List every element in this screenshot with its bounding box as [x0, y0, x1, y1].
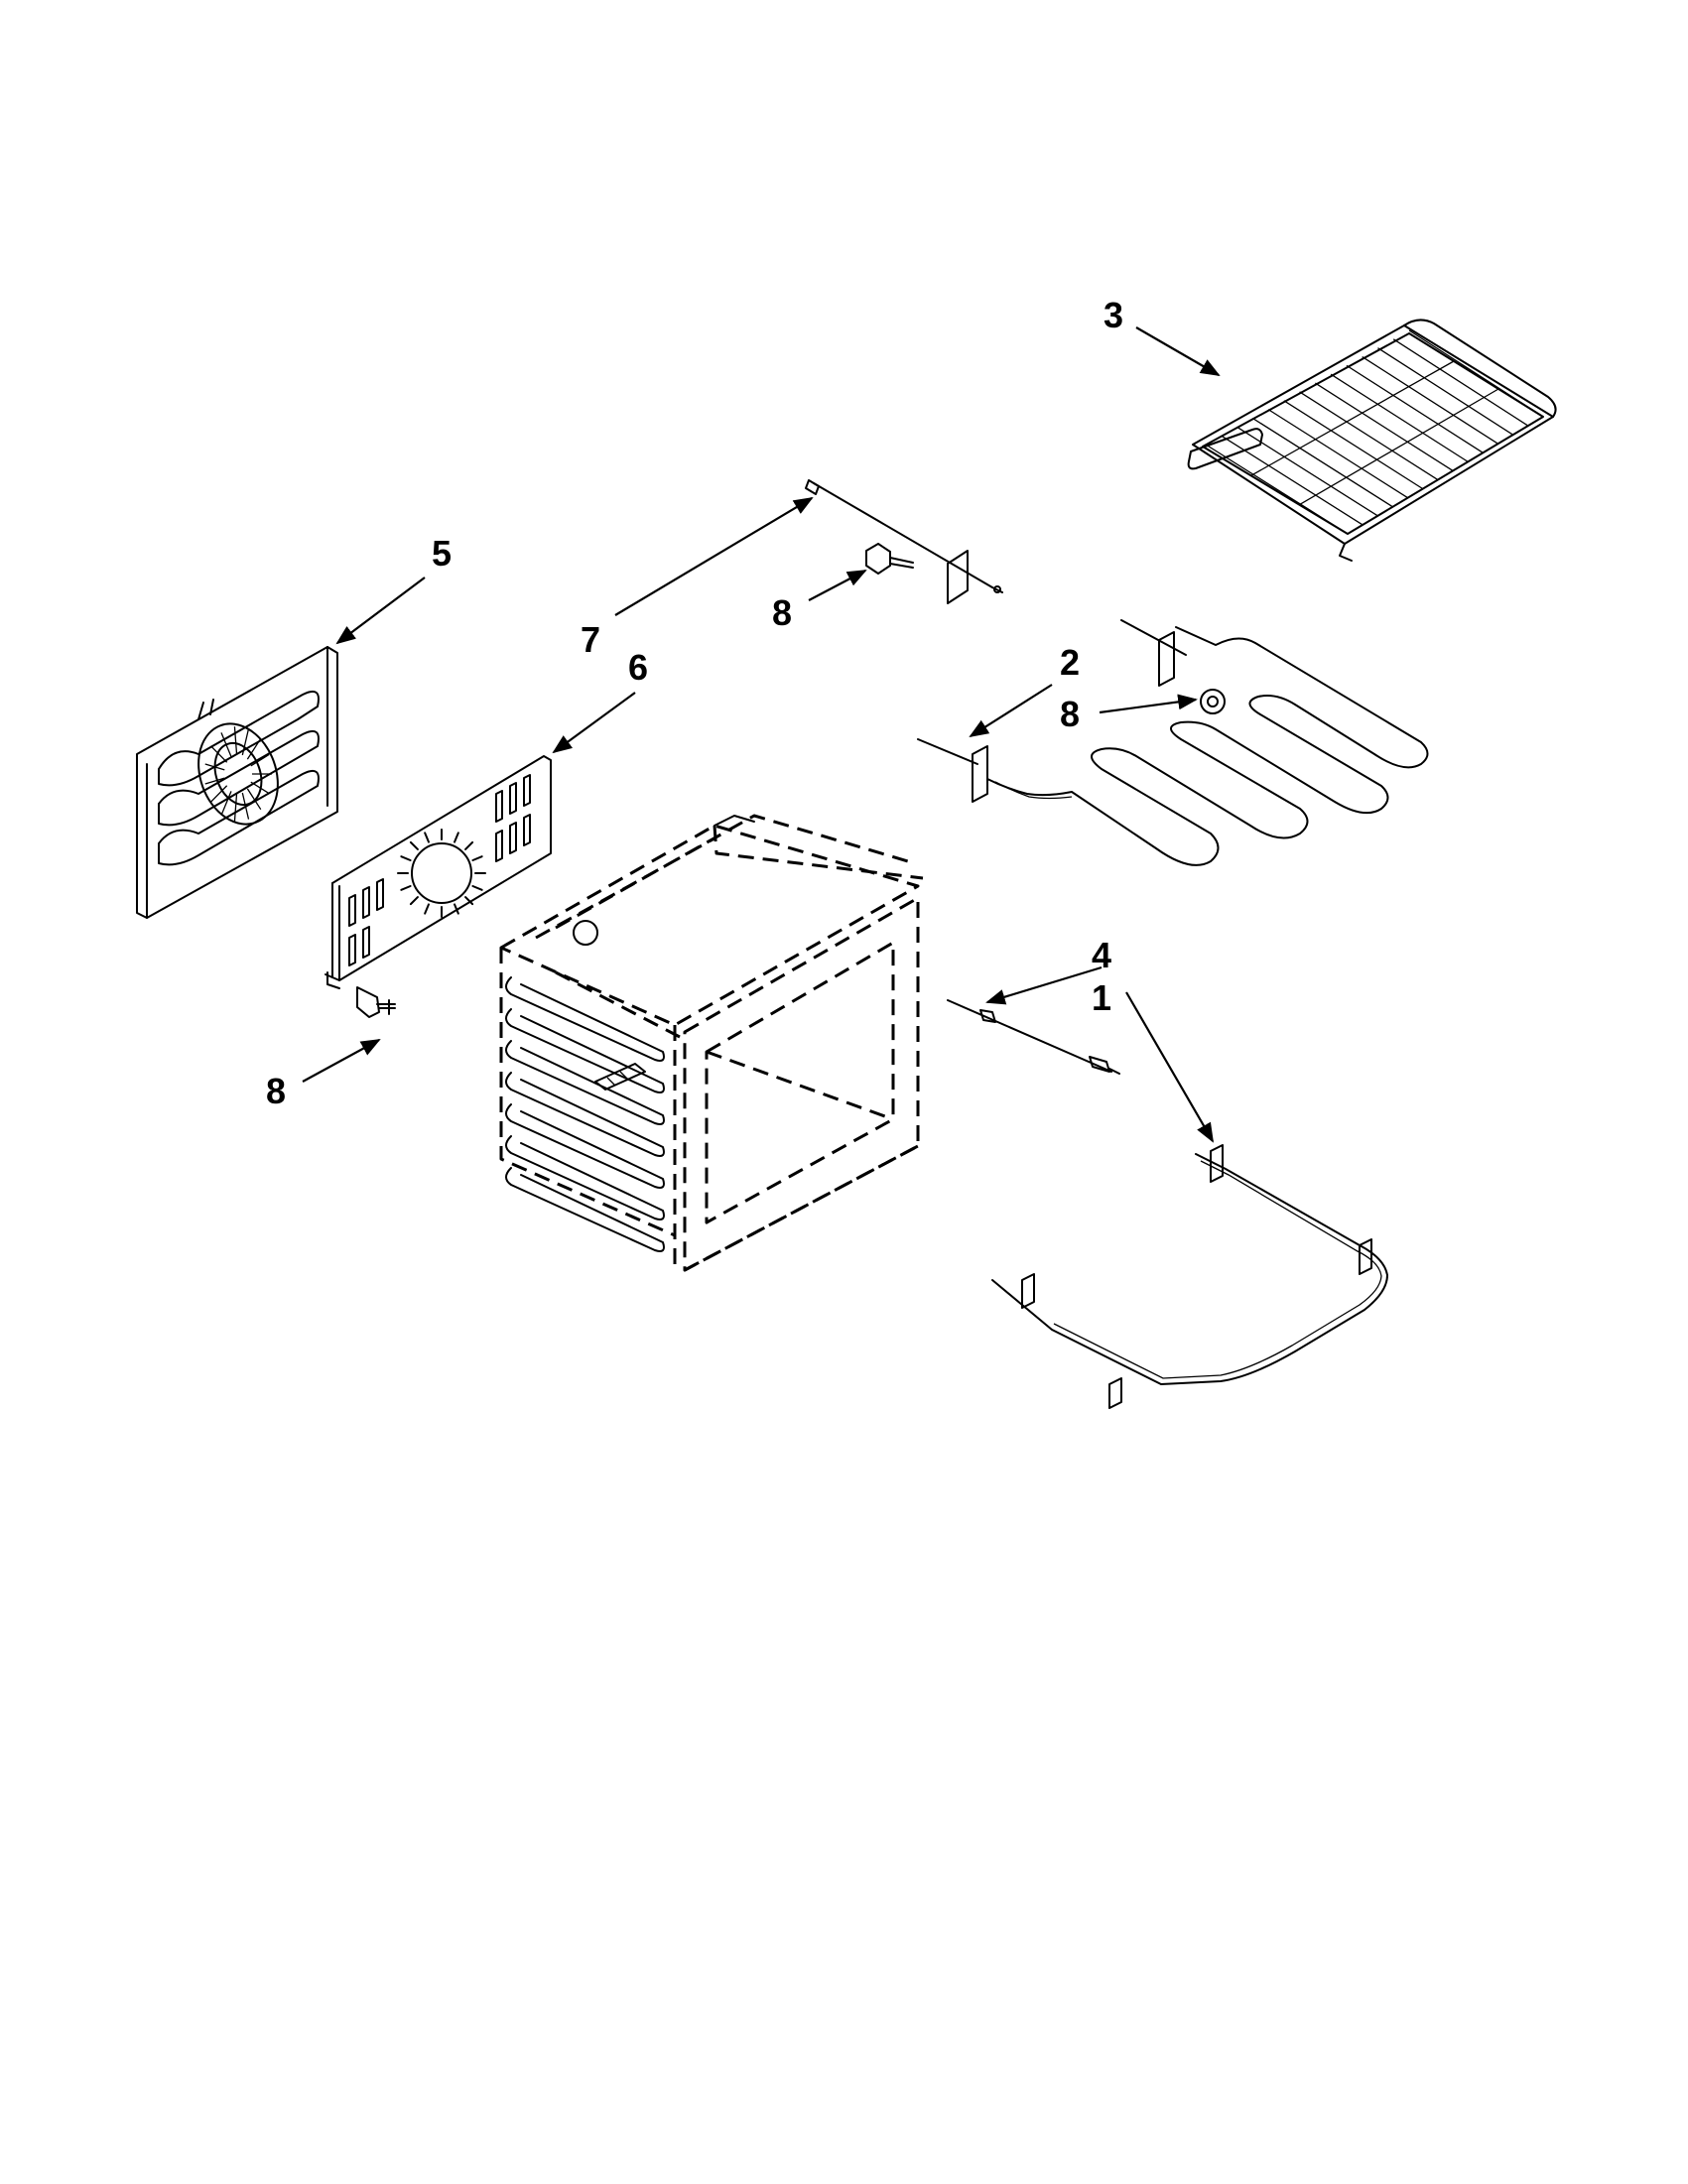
callout-5: 5 [432, 533, 452, 574]
oven-rack-part [1187, 319, 1557, 562]
leader-6 [552, 692, 636, 754]
screw-part [356, 986, 396, 1018]
callout-4: 4 [1092, 935, 1111, 975]
callout-6: 6 [628, 647, 648, 688]
convection-fan-assembly-part [136, 646, 338, 919]
leader-7 [614, 496, 814, 616]
leader-8-left [302, 1039, 381, 1083]
lower-element-part [991, 1144, 1388, 1409]
leader-4 [985, 965, 1103, 1005]
leader-8-right [1099, 694, 1198, 714]
callout-8-left: 8 [266, 1071, 286, 1111]
callout-8-top: 8 [772, 592, 792, 633]
screw-part [865, 543, 914, 575]
leader-1 [1125, 991, 1214, 1143]
leader-5 [335, 577, 426, 645]
callout-2: 2 [1060, 642, 1080, 683]
fan-cover-part [325, 755, 552, 989]
callout-8-right: 8 [1060, 694, 1080, 734]
probe-sensor-part [947, 999, 1120, 1075]
callout-3: 3 [1104, 295, 1123, 335]
temperature-sensor-part [805, 479, 1003, 604]
leader-8-top [808, 570, 867, 601]
callout-1: 1 [1092, 977, 1111, 1018]
leader-lines [302, 326, 1221, 1143]
leader-2 [969, 684, 1053, 738]
callout-7: 7 [581, 619, 600, 660]
leader-3 [1135, 326, 1221, 376]
bake-element-part [917, 619, 1429, 866]
screw-part [1200, 689, 1226, 714]
oven-cavity-outline [499, 814, 924, 1272]
